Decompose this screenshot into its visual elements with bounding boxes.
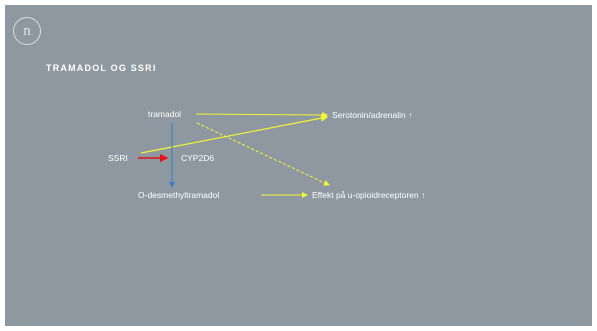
- diagram-arrows: [138, 111, 330, 198]
- arrow-tramadol-to-effekt-dashed: [196, 122, 330, 186]
- slide-title: TRAMADOL OG SSRI: [46, 63, 157, 73]
- arrow-ssri-to-serotonin: [140, 114, 329, 154]
- slide: n TRAMADOL OG SSRI tramadol Serotonin/ad…: [5, 5, 592, 326]
- node-cyp2d6: CYP2D6: [181, 153, 215, 163]
- node-ssri: SSRI: [108, 153, 128, 163]
- node-tramadol: tramadol: [148, 109, 182, 119]
- logo-letter: n: [23, 22, 31, 39]
- node-effekt-opioidreceptor: Effekt på u-opioidreceptoren ↑: [312, 190, 426, 200]
- node-o-desmethyltramadol: O-desmethyltramadol: [138, 190, 220, 200]
- arrow-tramadol-to-serotonin: [195, 111, 328, 118]
- node-serotonin-adrenalin: Serotonin/adrenalin ↑: [332, 110, 413, 120]
- logo-icon: n: [13, 17, 41, 45]
